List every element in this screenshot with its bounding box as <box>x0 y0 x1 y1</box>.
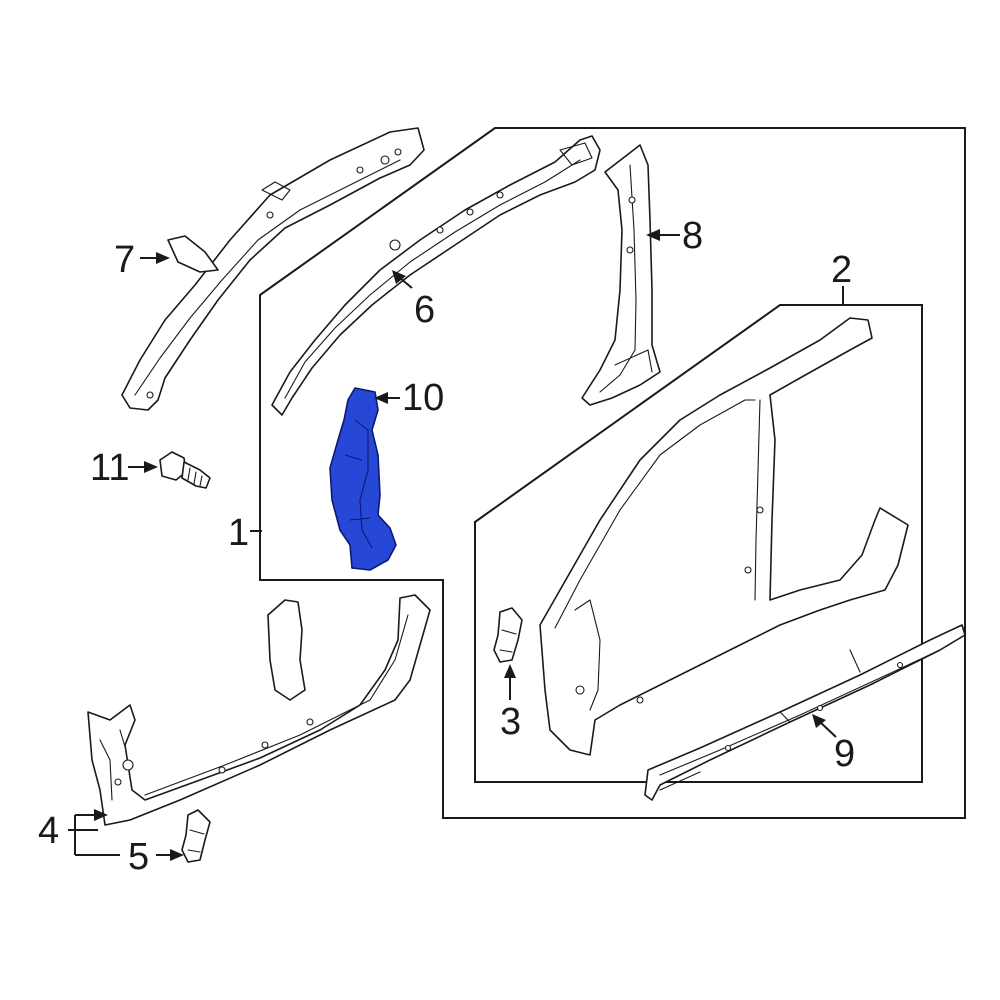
part-6-roof-rail[interactable] <box>271 135 601 416</box>
part-11-bolt[interactable] <box>159 451 211 489</box>
part-9-rocker[interactable] <box>644 624 966 801</box>
assembly-2-frame <box>474 304 923 783</box>
callout-2: 2 <box>831 249 852 291</box>
assembly-1-frame <box>259 127 966 819</box>
part-2-body-side-outer[interactable] <box>539 317 909 756</box>
callout-8: 8 <box>682 215 703 257</box>
leader-lines <box>68 229 844 861</box>
callout-4: 4 <box>38 810 59 852</box>
part-5-bracket[interactable] <box>181 809 211 863</box>
callout-1: 1 <box>228 512 249 554</box>
part-10-highlighted[interactable] <box>329 387 397 571</box>
callout-5: 5 <box>128 836 149 878</box>
callout-3: 3 <box>500 701 521 743</box>
callout-11: 11 <box>90 447 129 489</box>
part-4-side-panel[interactable] <box>87 594 431 826</box>
callout-6: 6 <box>414 289 435 331</box>
part-3-bracket[interactable] <box>493 607 523 663</box>
callout-9: 9 <box>834 733 855 775</box>
part-7-a-pillar[interactable] <box>121 127 425 411</box>
part-8-b-pillar[interactable] <box>581 144 661 406</box>
callout-10: 10 <box>402 377 444 419</box>
callout-labels: 1 2 3 4 5 6 7 8 9 10 11 <box>38 215 855 878</box>
callout-7: 7 <box>114 239 135 281</box>
